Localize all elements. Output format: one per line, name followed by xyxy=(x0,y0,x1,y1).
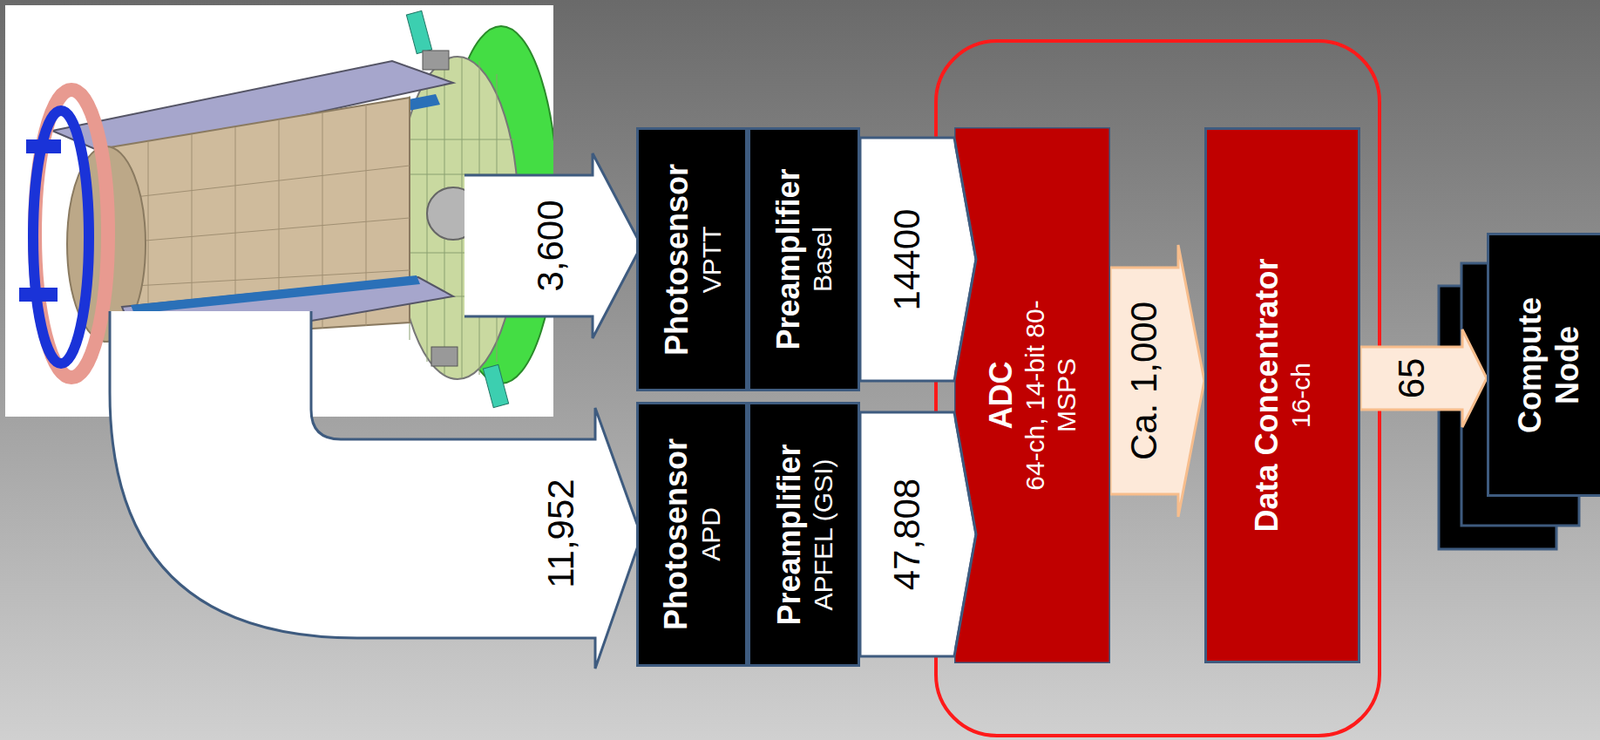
channel-count-box: 11,952 xyxy=(541,478,582,588)
channel-count-box: 65 xyxy=(1390,358,1431,400)
compute-node-box: Compute Node xyxy=(1486,232,1600,497)
concentrator-box: Data Concentrator16-ch xyxy=(1204,127,1361,664)
rotated-text-block: PhotosensorAPD xyxy=(638,404,746,665)
rotated-text-block: Compute Node xyxy=(1489,235,1600,495)
block-arrow xyxy=(860,412,977,657)
box-title: Compute Node xyxy=(1510,277,1586,453)
block-arrow xyxy=(1360,329,1487,428)
box-subtitle: APFEL (GSI) xyxy=(806,458,839,611)
channel-count: 14400 xyxy=(886,208,928,311)
channel-count: Ca. 1,000 xyxy=(1123,301,1165,461)
box-title: Data Concentrator xyxy=(1247,257,1286,532)
block-arrow xyxy=(1110,244,1205,517)
box-subtitle: 64-ch, 14-bit 80-MSPS xyxy=(1019,291,1083,501)
box-title: Preamplifier xyxy=(769,168,807,350)
box-subtitle: 16-ch xyxy=(1285,362,1317,428)
rotated-text-block: PreamplifierBasel xyxy=(750,129,858,389)
group-frame xyxy=(935,40,1380,736)
rotated-text-block: PhotosensorVPTT xyxy=(638,129,746,389)
channel-count: 3,600 xyxy=(529,199,571,292)
box-title: ADC xyxy=(982,361,1020,430)
rotated-text-block: PreamplifierAPFEL (GSI) xyxy=(750,404,858,665)
adc-box: ADC64-ch, 14-bit 80-MSPS xyxy=(954,127,1111,664)
rotated-text-block: Data Concentrator16-ch xyxy=(1206,129,1358,661)
box-title: Photosensor xyxy=(657,162,695,355)
photosensor-box: PhotosensorAPD xyxy=(636,401,748,667)
channel-count: 65 xyxy=(1389,358,1431,400)
preamplifier-box: PreamplifierAPFEL (GSI) xyxy=(747,401,861,667)
channel-count: 11,952 xyxy=(540,478,582,588)
block-arrow xyxy=(860,137,977,381)
box-subtitle: VPTT xyxy=(695,225,727,293)
rotated-text-block: ADC64-ch, 14-bit 80-MSPS xyxy=(954,127,1111,664)
box-title: Photosensor xyxy=(657,438,695,631)
box-subtitle: APD xyxy=(695,507,727,562)
channel-arrow xyxy=(109,311,642,669)
photosensor-box: PhotosensorVPTT xyxy=(636,127,748,392)
channel-arrow xyxy=(464,153,642,339)
preamplifier-box: PreamplifierBasel xyxy=(747,127,861,392)
channel-count-box: Ca. 1,000 xyxy=(1124,301,1165,461)
channel-count-box: 3,600 xyxy=(530,199,571,292)
channel-count-box: 14400 xyxy=(887,208,928,311)
channel-count-box: 47,808 xyxy=(887,478,928,590)
box-subtitle: Basel xyxy=(806,226,839,292)
box-title: Preamplifier xyxy=(769,443,807,625)
channel-count: 47,808 xyxy=(886,478,928,590)
adc-outline xyxy=(954,127,1111,664)
